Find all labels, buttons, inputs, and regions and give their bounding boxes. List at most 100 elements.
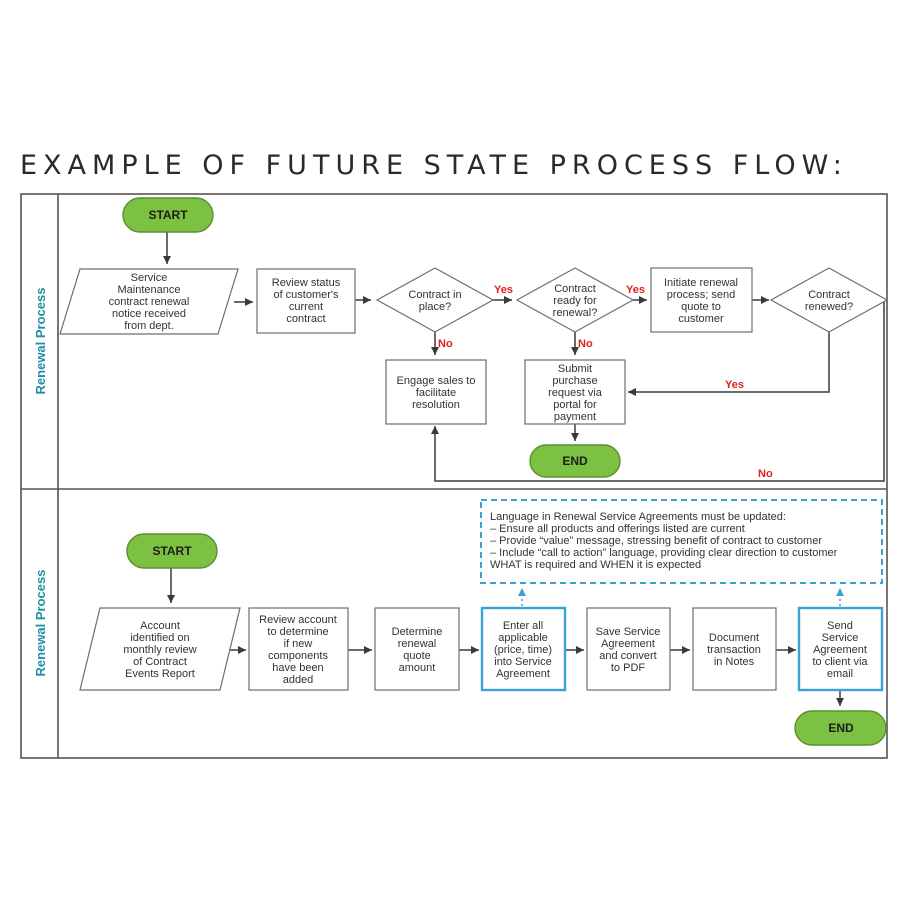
label-line: notice received [112,308,186,320]
label-line: Contract [554,283,596,295]
label-line: have been [272,662,323,674]
label-line: to PDF [611,662,646,674]
label-line: of customer's [273,289,339,301]
edge-label-renewed-yes: Yes [725,379,744,391]
end-label-2: END [828,721,854,735]
start-terminal-2 [126,533,218,569]
send-agreement-node [797,606,884,692]
label-line: Language in Renewal Service Agreements m… [490,511,786,523]
label-line: renewal [398,638,437,650]
label-line: Document [709,632,759,644]
label-line: monthly review [123,644,196,656]
label-line: components [268,650,328,662]
label-line: Agreement [496,668,550,680]
label-line: in Notes [714,656,755,668]
label-line: Contract [808,289,850,301]
label-line: Send [827,620,853,632]
contract-in-place-decision [375,267,495,333]
label-line: Determine [392,626,443,638]
engage-sales-node [385,359,487,425]
label-line: Contract in [408,289,461,301]
note-box-text: Language in Renewal Service Agreements m… [490,511,838,571]
label-line: resolution [412,399,460,411]
label-line: payment [554,411,596,423]
label-line: – Provide “value” message, stressing ben… [490,535,822,547]
lane-2: Language in Renewal Service Agreements m… [79,499,887,746]
review-status-node [256,268,356,334]
label-line: and convert [599,650,656,662]
label-line: process; send [667,289,735,301]
edge-label-renewed-no: No [758,468,773,480]
label-line: to client via [812,656,868,668]
label-line: customer [678,313,724,325]
label-line: Service [822,632,859,644]
notice-node [59,268,239,335]
label-line: Account [140,620,180,632]
edge-label-inplace-yes: Yes [494,284,513,296]
label-line: email [827,668,853,680]
diagram-frame [20,193,888,759]
label-line: if new [284,638,313,650]
end-terminal-2 [794,710,887,746]
end-label: END [562,454,588,468]
label-line: of Contract [133,656,187,668]
label-line: Submit [558,363,592,375]
account-identified-node [79,607,241,691]
label-line: portal for [553,399,597,411]
label-line: ready for [553,295,597,307]
label-line: – Include “call to action” language, pro… [490,547,838,559]
label-line: current [289,301,323,313]
label-line: transaction [707,644,761,656]
edge-renewed-no [431,300,885,482]
label-line: identified on [130,632,189,644]
label-line: quote [403,650,431,662]
label-line: purchase [552,375,597,387]
label-line: Enter all [503,620,543,632]
label-line: WHAT is required and WHEN it is expected [490,559,701,571]
submit-request-node [524,359,626,425]
label-line: Events Report [125,668,195,680]
label-line: into Service [494,656,551,668]
contract-renewed-decision [769,267,889,333]
document-transaction-node [692,607,777,691]
label-line: Review status [272,277,341,289]
start-label: START [148,208,188,222]
label-line: Maintenance [118,284,181,296]
save-agreement-node [586,607,671,691]
label-line: facilitate [416,387,456,399]
start-terminal [122,197,214,233]
edge-renewed-yes [628,332,830,396]
label-line: Review account [259,614,337,626]
enter-applicable-node [480,606,567,692]
page-title: EXAMPLE OF FUTURE STATE PROCESS FLOW: [20,150,848,181]
start-label-2: START [152,544,192,558]
label-line: quote to [681,301,721,313]
label-line: contract [286,313,325,325]
label-line: to determine [267,626,328,638]
label-line: amount [399,662,436,674]
label-line: Engage sales to [397,375,476,387]
determine-quote-node [374,607,460,691]
label-line: request via [548,387,603,399]
label-line: from dept. [124,320,174,332]
initiate-renewal-node [650,267,753,333]
label-line: Agreement [813,644,867,656]
review-account-node [248,607,349,691]
label-line: place? [419,301,451,313]
lane-1-label: Renewal Process [33,288,48,395]
note-box [480,499,883,584]
